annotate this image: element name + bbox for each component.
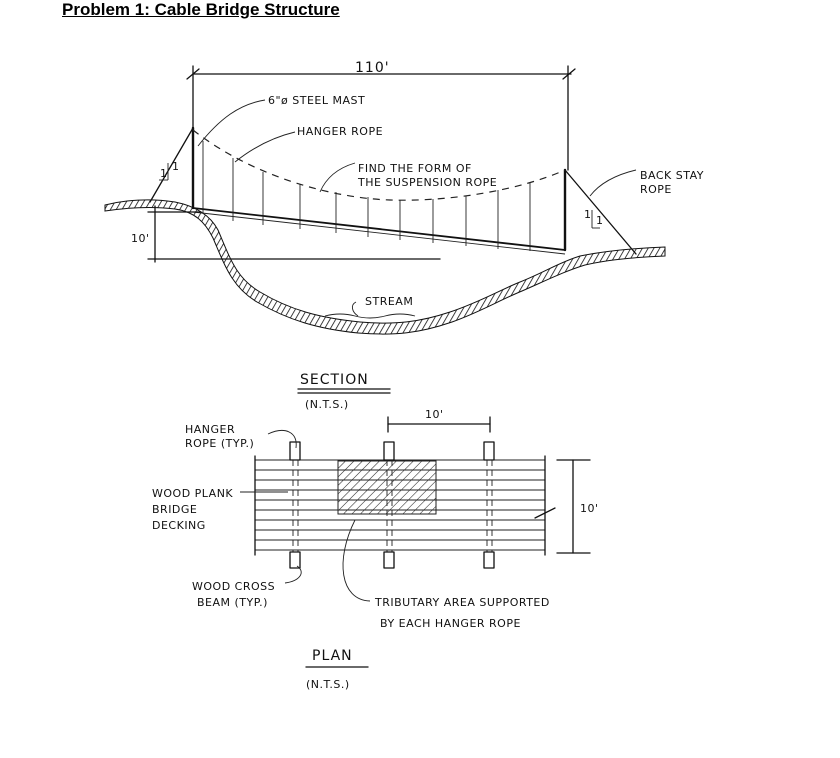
svg-text:1: 1 bbox=[584, 208, 592, 221]
spacing-dimension: 10' bbox=[387, 408, 491, 433]
spacing-dim-label: 10' bbox=[425, 408, 444, 421]
svg-text:1: 1 bbox=[596, 214, 604, 227]
width-dim-label: 10' bbox=[580, 502, 599, 515]
cross-beam-label-1: WOOD CROSS bbox=[192, 580, 275, 593]
find-form-label-2: THE SUSPENSION ROPE bbox=[357, 176, 497, 189]
plan-caption: PLAN bbox=[312, 648, 353, 664]
svg-text:1: 1 bbox=[160, 167, 168, 180]
hanger-typ-label-2: ROPE (TYP.) bbox=[185, 437, 254, 450]
plan-caption-sub: (N.T.S.) bbox=[306, 678, 350, 691]
hanger-typ-label-1: HANGER bbox=[185, 423, 235, 436]
ground-profile bbox=[104, 199, 666, 335]
height-dimension: 10' bbox=[131, 205, 441, 263]
stream-label: STREAM bbox=[365, 295, 413, 308]
svg-text:1: 1 bbox=[172, 160, 180, 173]
plank-label-1: WOOD PLANK bbox=[152, 487, 233, 500]
section-caption-sub: (N.T.S.) bbox=[305, 398, 349, 411]
hanger-rope-label: HANGER ROPE bbox=[297, 125, 383, 138]
cross-beam-label-2: BEAM (TYP.) bbox=[197, 596, 268, 609]
span-dimension: 110' bbox=[186, 60, 576, 171]
wood-plank-decking bbox=[254, 455, 556, 556]
right-back-stay bbox=[564, 169, 637, 255]
back-stay-label-2: ROPE bbox=[640, 183, 672, 196]
back-stay-label-1: BACK STAY bbox=[640, 169, 704, 182]
left-slope-mark: 1 1 bbox=[159, 160, 180, 181]
plank-label-3: DECKING bbox=[152, 519, 206, 532]
plank-label-2: BRIDGE bbox=[152, 503, 197, 516]
section-caption: SECTION bbox=[300, 372, 369, 388]
right-slope-mark: 1 1 bbox=[584, 208, 604, 229]
tributary-label-2: BY EACH HANGER ROPE bbox=[380, 617, 521, 630]
suspension-rope bbox=[192, 129, 566, 201]
plan-view: 10' 10' HANGER ROPE (TYP.) WOOD PLANK BR… bbox=[152, 408, 599, 691]
span-dim-label: 110' bbox=[355, 60, 390, 76]
tributary-label-1: TRIBUTARY AREA SUPPORTED bbox=[374, 596, 550, 609]
tributary-area bbox=[337, 460, 437, 515]
section-view: 1 10' bbox=[104, 60, 704, 411]
hanger-ropes bbox=[202, 141, 531, 251]
left-back-stay bbox=[149, 127, 194, 203]
bridge-deck bbox=[192, 207, 566, 255]
page-title: Problem 1: Cable Bridge Structure bbox=[62, 0, 340, 19]
width-dimension: 10' bbox=[556, 459, 599, 554]
find-form-label-1: FIND THE FORM OF bbox=[358, 162, 472, 175]
cross-beams bbox=[289, 441, 495, 569]
mast-label: 6"ø STEEL MAST bbox=[268, 94, 365, 107]
height-dim-label: 10' bbox=[131, 232, 150, 245]
